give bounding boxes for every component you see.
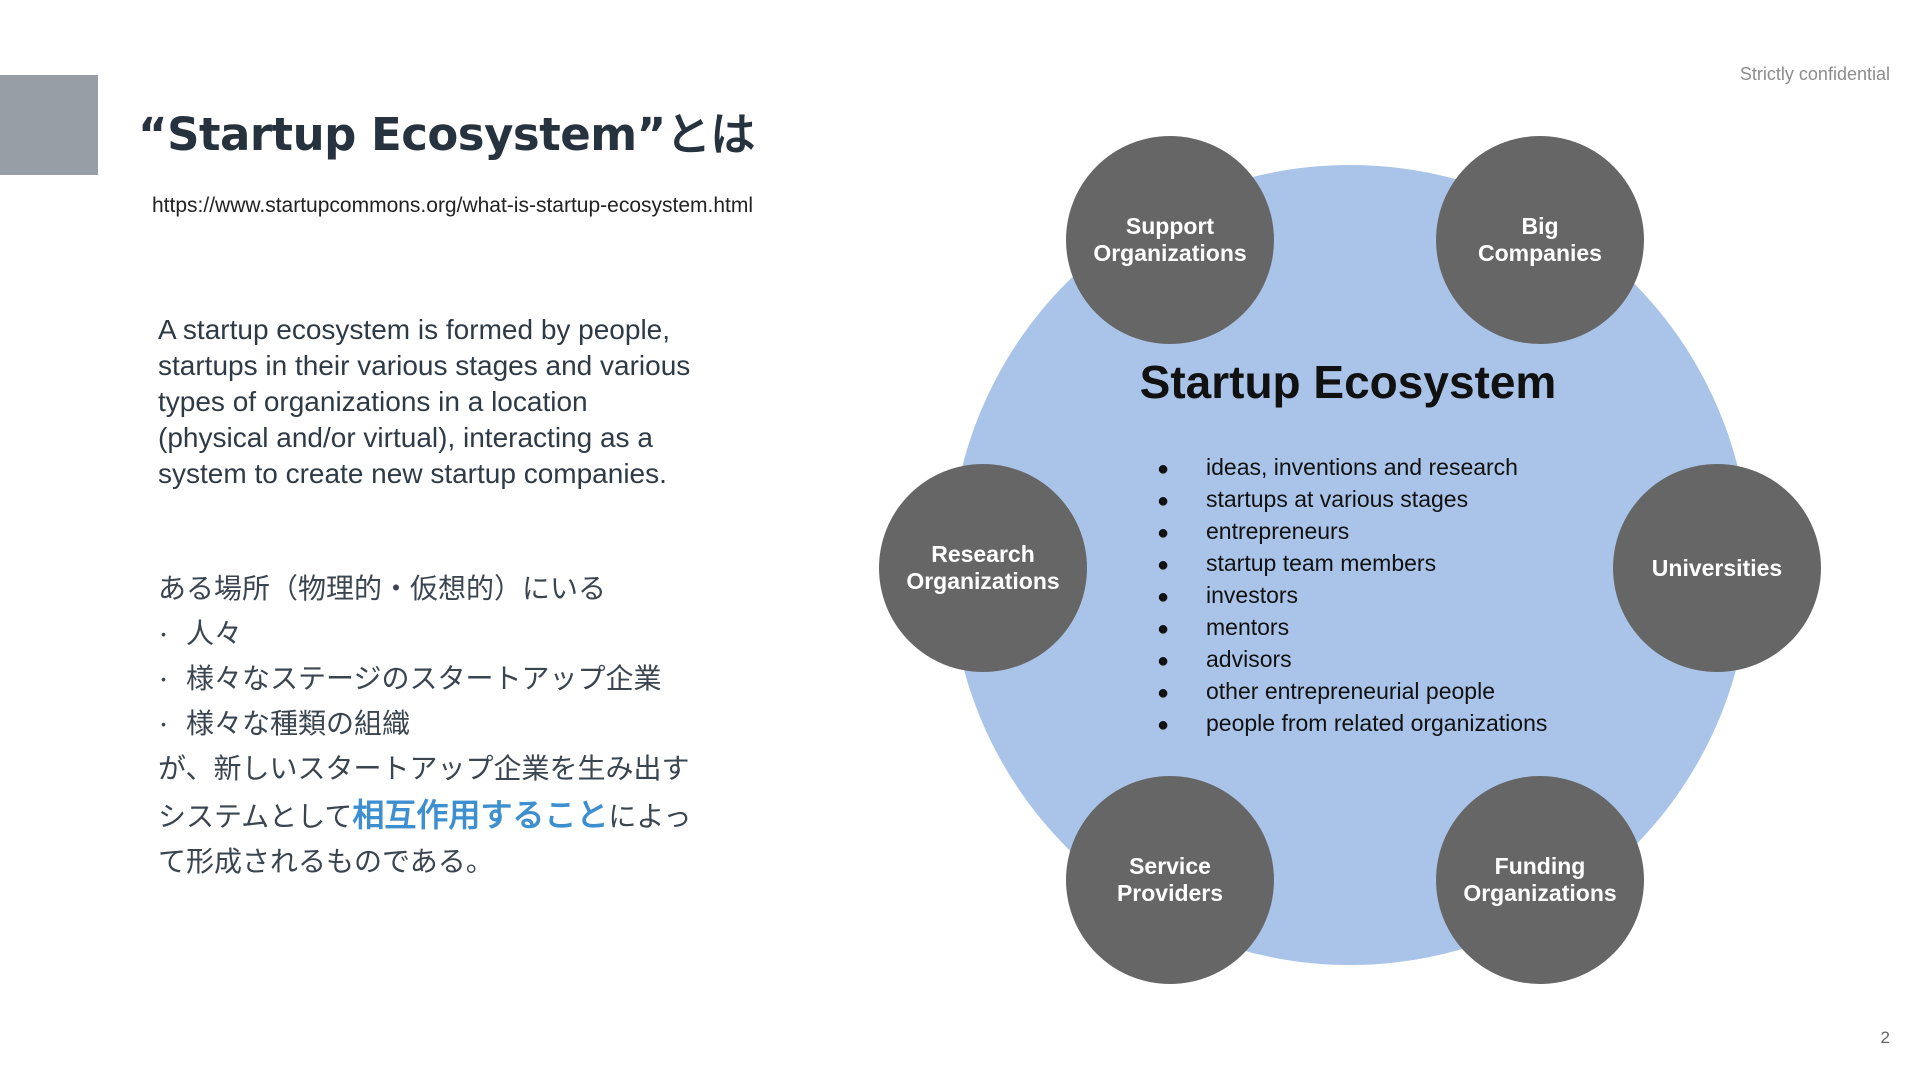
japanese-line: て形成されるものである。 xyxy=(158,845,494,878)
bullet-text: 様々なステージのスタートアップ企業 xyxy=(186,662,662,695)
node-label: Research xyxy=(931,541,1035,567)
node-research-organizations: Research Organizations xyxy=(879,464,1087,672)
node-circle xyxy=(1066,136,1274,344)
accent-block xyxy=(0,75,98,175)
list-bullet: ● xyxy=(1157,714,1169,736)
node-circle xyxy=(879,464,1087,672)
node-label: Funding xyxy=(1495,853,1586,879)
ecosystem-diagram: Startup Ecosystem ● ideas, inventions an… xyxy=(870,130,1830,1000)
english-line: A startup ecosystem is formed by people, xyxy=(158,314,671,345)
bullet-marker: ･ xyxy=(158,714,170,739)
english-line: startups in their various stages and var… xyxy=(158,350,691,381)
english-line: system to create new startup companies. xyxy=(158,458,667,489)
node-label: Organizations xyxy=(906,568,1059,594)
japanese-bullet: ･ 様々なステージのスタートアップ企業 xyxy=(158,656,798,701)
list-bullet: ● xyxy=(1157,650,1169,672)
list-item: people from related organizations xyxy=(1206,710,1547,736)
node-universities: Universities xyxy=(1613,464,1821,672)
list-item: mentors xyxy=(1206,614,1289,640)
english-description: A startup ecosystem is formed by people,… xyxy=(158,312,798,492)
japanese-description: ある場所（物理的・仮想的）にいる ･人々 ･様々なステージのスタートアップ企業 … xyxy=(158,566,798,884)
node-label: Organizations xyxy=(1463,880,1616,906)
japanese-text: システムとして xyxy=(158,800,353,833)
center-title: Startup Ecosystem xyxy=(1140,356,1557,408)
japanese-bullet: ･ 人々 xyxy=(158,611,798,656)
list-item: startups at various stages xyxy=(1206,486,1468,512)
node-circle xyxy=(1436,136,1644,344)
node-label: Organizations xyxy=(1093,240,1246,266)
node-service-providers: Service Providers xyxy=(1066,776,1274,984)
english-line: (physical and/or virtual), interacting a… xyxy=(158,422,653,453)
list-item: advisors xyxy=(1206,646,1292,672)
page-number: 2 xyxy=(1880,1028,1890,1047)
highlight-text: 相互作用すること xyxy=(352,796,609,834)
list-bullet: ● xyxy=(1157,618,1169,640)
node-label: Support xyxy=(1126,213,1214,239)
list-bullet: ● xyxy=(1157,490,1169,512)
node-circle xyxy=(1613,464,1821,672)
japanese-bullet: ･ 様々な種類の組織 xyxy=(158,701,798,746)
node-circle xyxy=(1066,776,1274,984)
node-label: Universities xyxy=(1652,555,1782,581)
list-bullet: ● xyxy=(1157,522,1169,544)
list-bullet: ● xyxy=(1157,682,1169,704)
node-support-organizations: Support Organizations xyxy=(1066,136,1274,344)
node-label: Big xyxy=(1521,213,1558,239)
list-item: entrepreneurs xyxy=(1206,518,1349,544)
ecosystem-big-circle xyxy=(950,165,1750,965)
node-big-companies: Big Companies xyxy=(1436,136,1644,344)
japanese-line: システムとして相互作用することによっ xyxy=(158,791,798,839)
list-item: startup team members xyxy=(1206,550,1436,576)
list-bullet: ● xyxy=(1157,554,1169,576)
confidential-label: Strictly confidential xyxy=(1739,64,1890,84)
slide-title: “Startup Ecosystem”とは xyxy=(138,108,755,161)
node-label: Companies xyxy=(1478,240,1602,266)
list-bullet: ● xyxy=(1157,458,1169,480)
japanese-intro: ある場所（物理的・仮想的）にいる xyxy=(158,572,607,605)
list-item: ideas, inventions and research xyxy=(1206,454,1518,480)
english-line: types of organizations in a location xyxy=(158,386,588,417)
node-funding-organizations: Funding Organizations xyxy=(1436,776,1644,984)
ecosystem-svg: Startup Ecosystem ● ideas, inventions an… xyxy=(879,136,1821,984)
source-url[interactable]: https://www.startupcommons.org/what-is-s… xyxy=(152,194,754,217)
ecosystem-list: ● ideas, inventions and research ● start… xyxy=(1157,454,1547,736)
node-label: Service xyxy=(1129,853,1211,879)
bullet-text: 様々な種類の組織 xyxy=(186,707,411,740)
node-label: Providers xyxy=(1117,880,1223,906)
japanese-text: によっ xyxy=(608,800,692,833)
list-item: investors xyxy=(1206,582,1298,608)
japanese-line: が、新しいスタートアップ企業を生み出す xyxy=(158,752,690,785)
list-bullet: ● xyxy=(1157,586,1169,608)
bullet-text: 人々 xyxy=(186,617,243,650)
bullet-marker: ･ xyxy=(158,624,170,649)
bullet-marker: ･ xyxy=(158,669,170,694)
node-circle xyxy=(1436,776,1644,984)
list-item: other entrepreneurial people xyxy=(1206,678,1495,704)
